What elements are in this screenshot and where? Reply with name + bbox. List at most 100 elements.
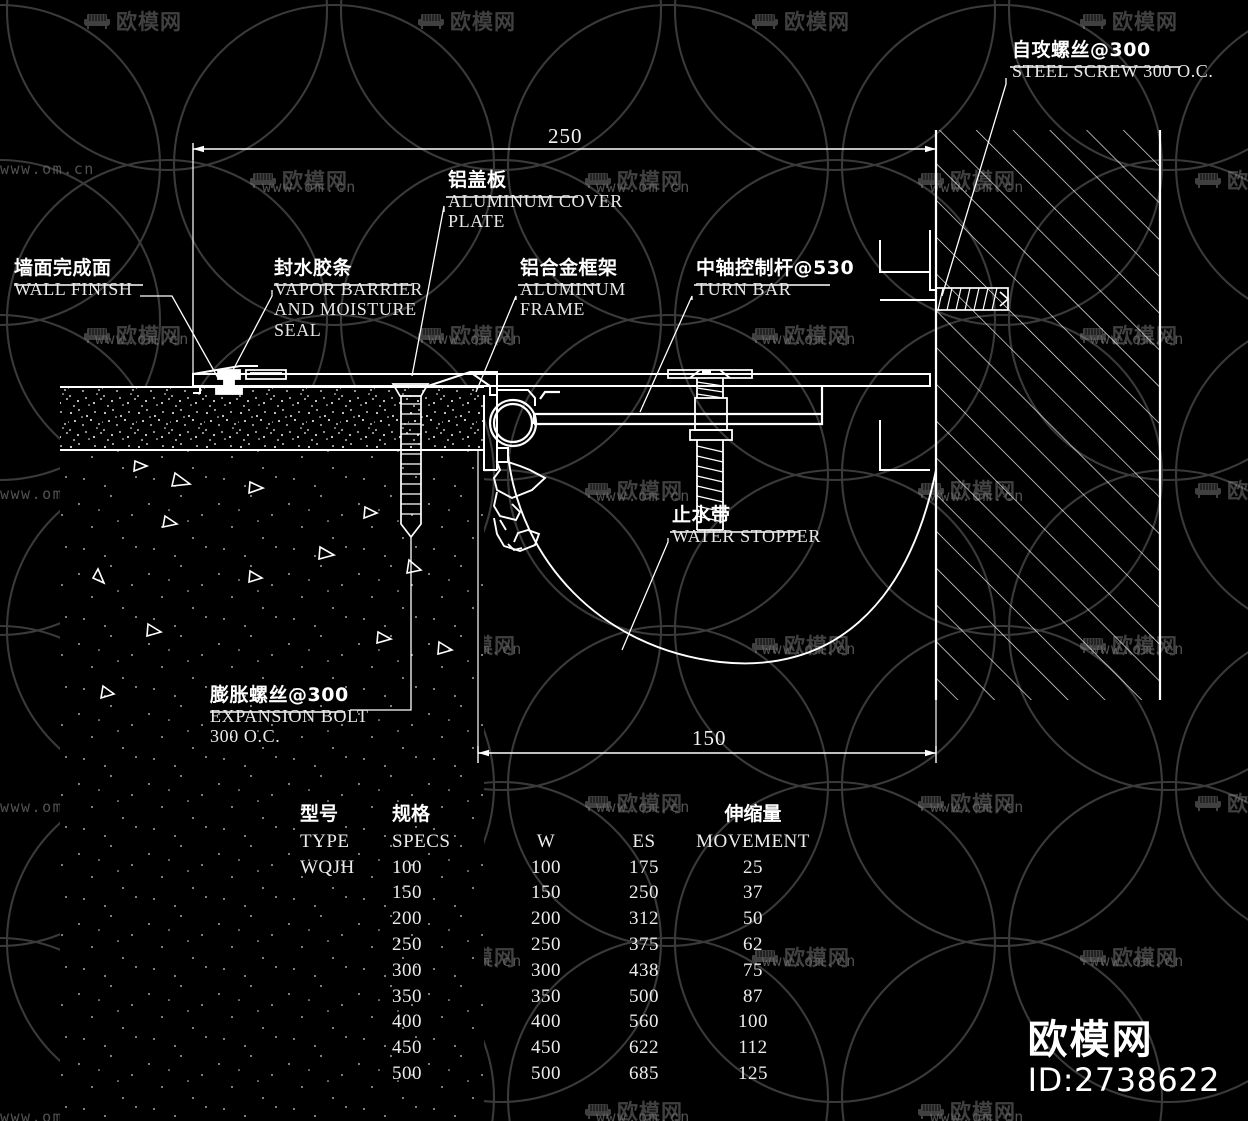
spec-cell-specs: 300 xyxy=(392,959,422,981)
dimension-label-250: 250 xyxy=(548,124,583,148)
spec-table-row: WQJH 100 100 175 25 xyxy=(300,855,818,881)
spec-cell-specs: 500 xyxy=(392,1063,422,1085)
spec-cell-specs: 450 xyxy=(392,1037,422,1059)
label-steel-screw-en: STEEL SCREW 300 O.C. xyxy=(1012,61,1214,82)
label-expansion-bolt: 膨胀螺丝@300 EXPANSION BOLT 300 O.C. xyxy=(210,684,369,747)
spec-table-zh-header-row: 型号 规格 伸缩量 xyxy=(300,795,818,829)
label-wall-finish-en: WALL FINISH xyxy=(14,279,133,300)
dimension-150 xyxy=(477,450,937,763)
spec-cell-movement: 62 xyxy=(743,934,763,956)
spec-cell-specs: 350 xyxy=(392,985,422,1007)
spec-header-es: ES xyxy=(632,830,656,852)
label-vapor-barrier-zh: 封水胶条 xyxy=(274,257,353,279)
spec-cell-es: 500 xyxy=(629,985,659,1007)
dimension-label-150: 150 xyxy=(692,726,727,750)
spec-cell-w: 150 xyxy=(531,882,561,904)
spec-cell-type: WQJH xyxy=(300,856,355,878)
turn-bar-assembly xyxy=(488,386,824,448)
label-turn-bar: 中轴控制杆@530 TURN BAR xyxy=(696,257,855,300)
spec-cell-w: 400 xyxy=(531,1011,561,1033)
spec-cell-es: 250 xyxy=(629,882,659,904)
label-vapor-barrier-en-3: SEAL xyxy=(274,319,322,340)
spec-table-row: 150 150 250 37 xyxy=(300,881,818,907)
label-underlines xyxy=(14,66,1180,713)
spec-table: 型号 规格 伸缩量 TYPE SPECS W ES MOVEMENT WQJH 1… xyxy=(300,795,818,1087)
label-aluminum-cover-zh: 铝盖板 xyxy=(448,169,507,191)
label-wall-finish-zh: 墙面完成面 xyxy=(14,257,112,279)
spec-header-type: TYPE xyxy=(300,830,350,852)
brand-id: ID:2738622 xyxy=(1027,1061,1220,1099)
wall-frame-bracket xyxy=(879,230,936,471)
spec-cell-specs: 100 xyxy=(392,856,422,878)
label-aluminum-frame-en-1: ALUMINUM xyxy=(520,279,626,300)
spec-cell-movement: 25 xyxy=(743,856,763,878)
spec-cell-specs: 150 xyxy=(392,882,422,904)
label-water-stopper-zh: 止水带 xyxy=(672,504,731,526)
centre-anchor-bolt xyxy=(667,369,753,531)
spec-header-specs: SPECS xyxy=(392,830,451,852)
concrete-slab xyxy=(60,450,484,1121)
label-aluminum-cover-plate: 铝盖板 ALUMINUM COVER PLATE xyxy=(448,169,623,232)
label-steel-screw: 自攻螺丝@300 STEEL SCREW 300 O.C. xyxy=(1012,39,1214,82)
label-aluminum-cover-en-1: ALUMINUM COVER xyxy=(448,191,623,212)
spec-table-row: 400 400 560 100 xyxy=(300,1010,818,1036)
spec-zh-type: 型号 xyxy=(300,802,339,825)
spec-cell-movement: 75 xyxy=(743,959,763,981)
dimension-250 xyxy=(192,141,937,378)
label-wall-finish: 墙面完成面 WALL FINISH xyxy=(14,257,133,300)
spec-cell-w: 200 xyxy=(531,908,561,930)
spec-cell-w: 250 xyxy=(531,934,561,956)
spec-table-row: 300 300 438 75 xyxy=(300,958,818,984)
spec-cell-movement: 87 xyxy=(743,985,763,1007)
label-turn-bar-zh: 中轴控制杆@530 xyxy=(696,257,855,279)
label-turn-bar-en: TURN BAR xyxy=(696,279,792,300)
spec-cell-specs: 400 xyxy=(392,1011,422,1033)
label-water-stopper-en: WATER STOPPER xyxy=(672,526,821,547)
spec-cell-es: 175 xyxy=(629,856,659,878)
spec-header-movement: MOVEMENT xyxy=(696,830,810,852)
spec-cell-es: 685 xyxy=(629,1063,659,1085)
spec-cell-movement: 100 xyxy=(738,1011,768,1033)
spec-table-header-row: TYPE SPECS W ES MOVEMENT xyxy=(300,829,818,855)
spec-cell-w: 300 xyxy=(531,959,561,981)
label-expansion-bolt-zh: 膨胀螺丝@300 xyxy=(210,684,349,706)
spec-cell-es: 438 xyxy=(629,959,659,981)
leader-lines xyxy=(140,78,1007,711)
label-vapor-barrier-en-1: VAPOR BARRIER xyxy=(274,279,424,300)
spec-cell-w: 100 xyxy=(531,856,561,878)
rubber-gasket-profile xyxy=(492,461,547,553)
brand-watermark: 欧模网 ID:2738622 xyxy=(1028,1019,1220,1099)
spec-cell-es: 560 xyxy=(629,1011,659,1033)
brand-name: 欧模网 xyxy=(1027,1017,1154,1063)
spec-cell-movement: 37 xyxy=(743,882,763,904)
spec-cell-movement: 112 xyxy=(738,1037,768,1059)
label-aluminum-frame-zh: 铝合金框架 xyxy=(520,257,618,279)
label-expansion-bolt-en-1: EXPANSION BOLT xyxy=(210,706,369,727)
spec-cell-movement: 125 xyxy=(738,1063,768,1085)
water-stopper xyxy=(507,454,937,665)
spec-cell-w: 450 xyxy=(531,1037,561,1059)
label-steel-screw-zh: 自攻螺丝@300 xyxy=(1012,39,1151,61)
label-aluminum-cover-en-2: PLATE xyxy=(448,211,505,232)
spec-cell-movement: 50 xyxy=(743,908,763,930)
spec-zh-specs: 规格 xyxy=(392,802,431,825)
label-water-stopper: 止水带 WATER STOPPER xyxy=(672,504,821,547)
label-vapor-barrier-en-2: AND MOISTURE xyxy=(274,299,417,320)
spec-cell-specs: 250 xyxy=(392,934,422,956)
spec-zh-movement: 伸缩量 xyxy=(724,802,782,825)
spec-cell-es: 312 xyxy=(629,908,659,930)
label-expansion-bolt-en-2: 300 O.C. xyxy=(210,726,281,747)
vapor-barrier-seal xyxy=(215,369,287,395)
spec-header-w: W xyxy=(536,830,556,852)
label-aluminum-frame-en-2: FRAME xyxy=(520,299,586,320)
label-aluminum-frame: 铝合金框架 ALUMINUM FRAME xyxy=(520,257,626,320)
label-vapor-barrier: 封水胶条 VAPOR BARRIER AND MOISTURE SEAL xyxy=(274,257,424,340)
wall-section xyxy=(934,130,1162,700)
